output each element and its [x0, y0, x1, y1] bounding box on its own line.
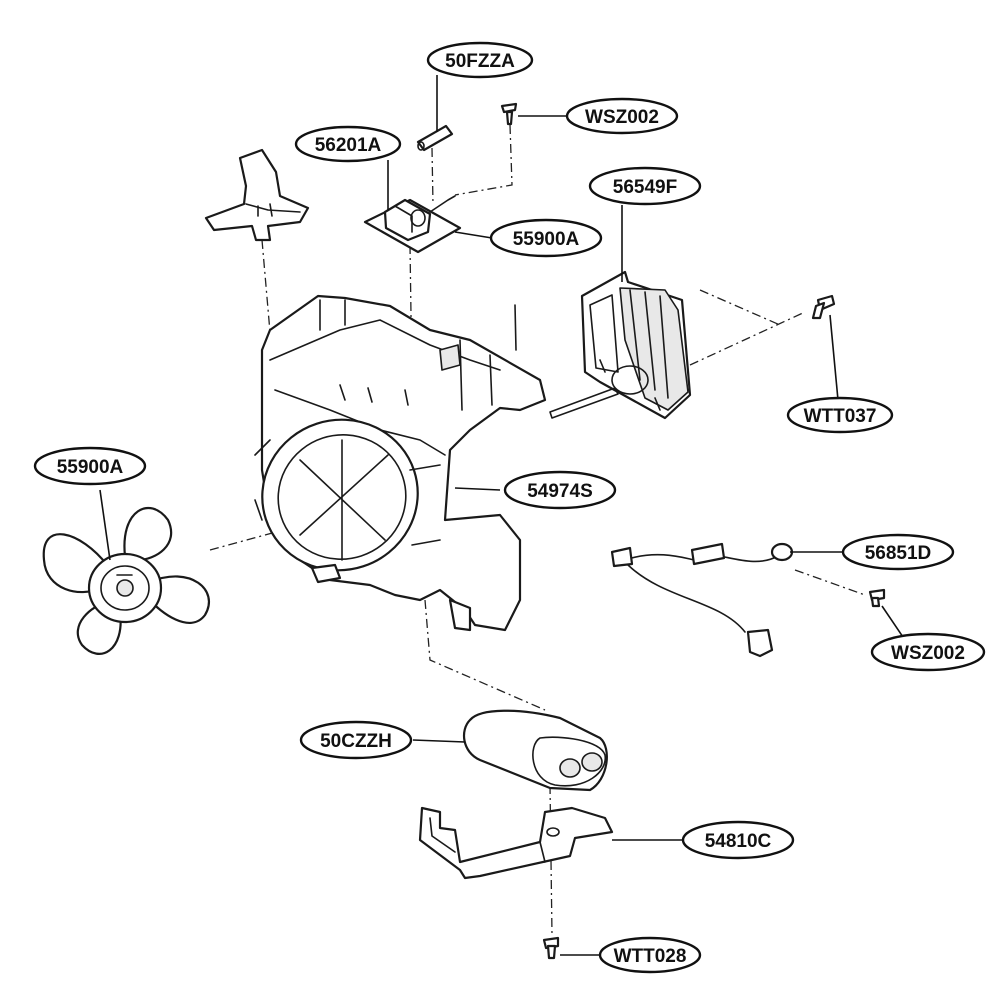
callout-label: 54810C [705, 831, 772, 852]
pin-part [416, 124, 454, 152]
callout-56851d: 56851D [841, 533, 955, 571]
callout-label: WSZ002 [891, 643, 965, 664]
callout-label: 56851D [865, 543, 932, 564]
sensor-board-part [363, 195, 462, 254]
callout-label: WTT028 [614, 946, 687, 967]
callout-wsz002-right: WSZ002 [870, 632, 986, 672]
callout-54974s: 54974S [503, 470, 617, 510]
capacitor-part [462, 709, 608, 792]
capacitor-bracket-part [418, 806, 614, 880]
callout-55900a-fan: 55900A [33, 446, 147, 486]
callout-56549f: 56549F [588, 166, 702, 206]
screw-wtt037-part [811, 294, 836, 320]
fan-duct-housing-part [254, 294, 547, 632]
callout-label: 50CZZH [320, 731, 392, 752]
screw-wtt028-part [542, 936, 560, 960]
callout-50fzza: 50FZZA [426, 41, 534, 79]
fan-bracket-part [204, 148, 310, 242]
screw-right-part [868, 588, 886, 608]
callout-50czzh: 50CZZH [299, 720, 413, 760]
callout-wtt037: WTT037 [786, 396, 894, 434]
callout-label: 55900A [513, 229, 580, 250]
callout-label: WTT037 [804, 406, 877, 427]
callout-label: 56201A [315, 135, 382, 156]
callout-label: 56549F [613, 177, 677, 198]
callout-label: 55900A [57, 457, 124, 478]
screw-top-part [500, 102, 518, 126]
callout-wtt028: WTT028 [598, 936, 702, 974]
callout-label: 54974S [527, 481, 593, 502]
callout-55900a-board: 55900A [489, 218, 603, 258]
wire-harness-part [610, 542, 794, 658]
callout-54810c: 54810C [681, 820, 795, 860]
callout-label: 50FZZA [445, 51, 515, 72]
fan-blade-part [42, 507, 211, 655]
callout-56201a: 56201A [294, 125, 402, 163]
leader-lines [99, 75, 906, 956]
callout-wsz002-top: WSZ002 [565, 97, 679, 135]
callout-label: WSZ002 [585, 107, 659, 128]
fan-motor-part [549, 270, 692, 420]
